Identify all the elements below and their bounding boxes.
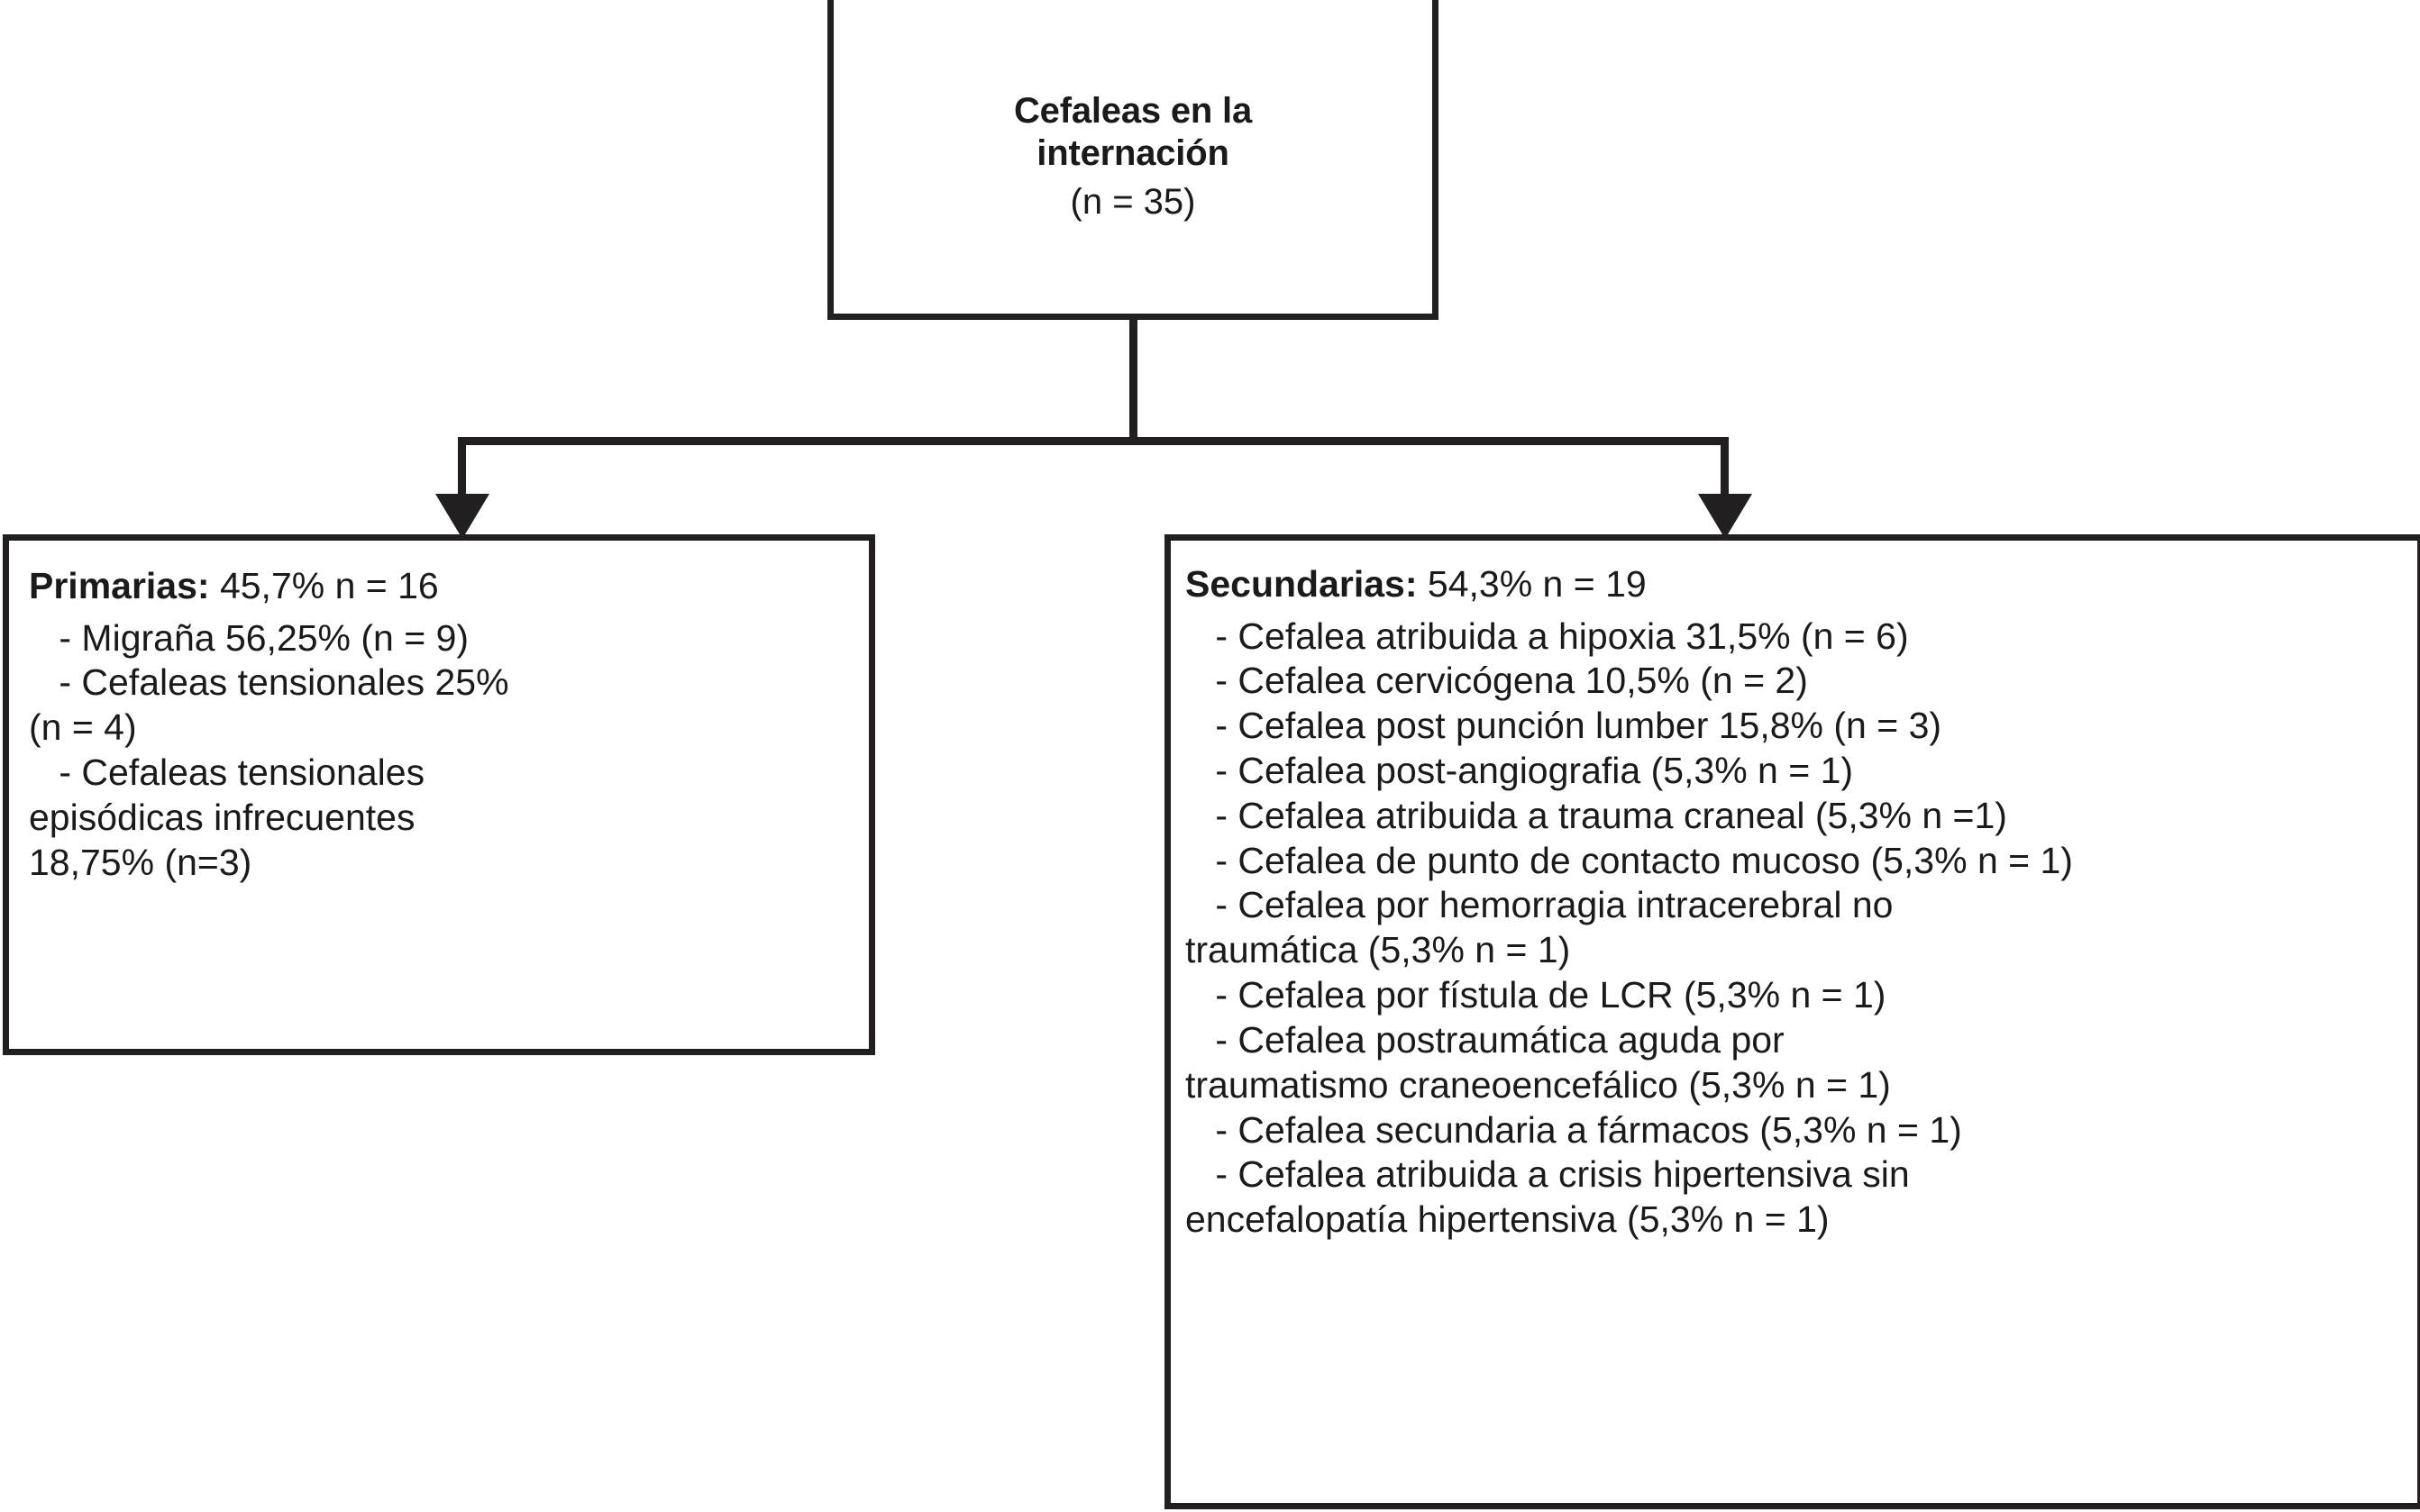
list-item: - Cefalea por hemorragia intracerebral n… — [1205, 884, 1894, 926]
primarias-value: 45,7% n = 16 — [209, 565, 439, 606]
list-item: traumática (5,3% n = 1) — [1185, 929, 1571, 971]
secundarias-header: Secundarias: 54,3% n = 19 — [1185, 562, 2405, 607]
list-item: traumatismo craneoencefálico (5,3% n = 1… — [1185, 1063, 1891, 1106]
root-title-line1: Cefaleas en la — [1013, 91, 1253, 132]
connector-drop-secundarias — [1721, 437, 1729, 498]
primarias-header: Primarias: 45,7% n = 16 — [29, 564, 853, 609]
node-primarias: Primarias: 45,7% n = 16 - Migraña 56,25%… — [3, 534, 875, 1055]
list-item: - Cefalea secundaria a fármacos (5,3% n … — [1205, 1108, 1962, 1151]
root-title-line2: internación — [1036, 133, 1229, 174]
list-item: - Cefaleas tensionales 25% — [49, 661, 509, 704]
list-item: - Cefalea post-angiografia (5,3% n = 1) — [1205, 750, 1854, 792]
node-root-cefaleas: Cefaleas en la internación (n = 35) — [827, 0, 1438, 320]
root-subtitle-count: (n = 35) — [1070, 181, 1196, 222]
list-item: - Cefalea postraumática aguda por — [1205, 1018, 1785, 1061]
list-item: (n = 4) — [29, 706, 137, 749]
list-item: - Migraña 56,25% (n = 9) — [49, 616, 470, 659]
arrowhead-primarias-icon — [435, 494, 489, 539]
node-secundarias: Secundarias: 54,3% n = 19 - Cefalea atri… — [1164, 534, 2420, 1509]
secundarias-value: 54,3% n = 19 — [1417, 563, 1647, 605]
list-item: - Cefalea de punto de contacto mucoso (5… — [1205, 839, 2073, 881]
connector-horizontal-bar — [458, 437, 1729, 445]
list-item: - Cefalea atribuida a crisis hipertensiv… — [1205, 1153, 1910, 1196]
connector-drop-primarias — [458, 437, 466, 498]
list-item: - Cefalea post punción lumber 15,8% (n =… — [1205, 705, 1942, 747]
list-item: - Cefalea por fístula de LCR (5,3% n = 1… — [1205, 974, 1886, 1016]
list-item: - Cefaleas tensionales — [49, 751, 425, 794]
list-item: - Cefalea atribuida a trauma craneal (5,… — [1205, 794, 2007, 836]
list-item: encefalopatía hipertensiva (5,3% n = 1) — [1185, 1198, 1830, 1241]
connector-root-stem — [1129, 320, 1137, 444]
primarias-label: Primarias: — [29, 565, 210, 606]
list-item: - Cefalea atribuida a hipoxia 31,5% (n =… — [1205, 615, 1909, 657]
secundarias-label: Secundarias: — [1185, 563, 1418, 605]
arrowhead-secundarias-icon — [1698, 494, 1752, 539]
list-item: - Cefalea cervicógena 10,5% (n = 2) — [1205, 660, 1808, 702]
list-item: 18,75% (n=3) — [29, 841, 252, 883]
list-item: episódicas infrecuentes — [29, 796, 416, 838]
